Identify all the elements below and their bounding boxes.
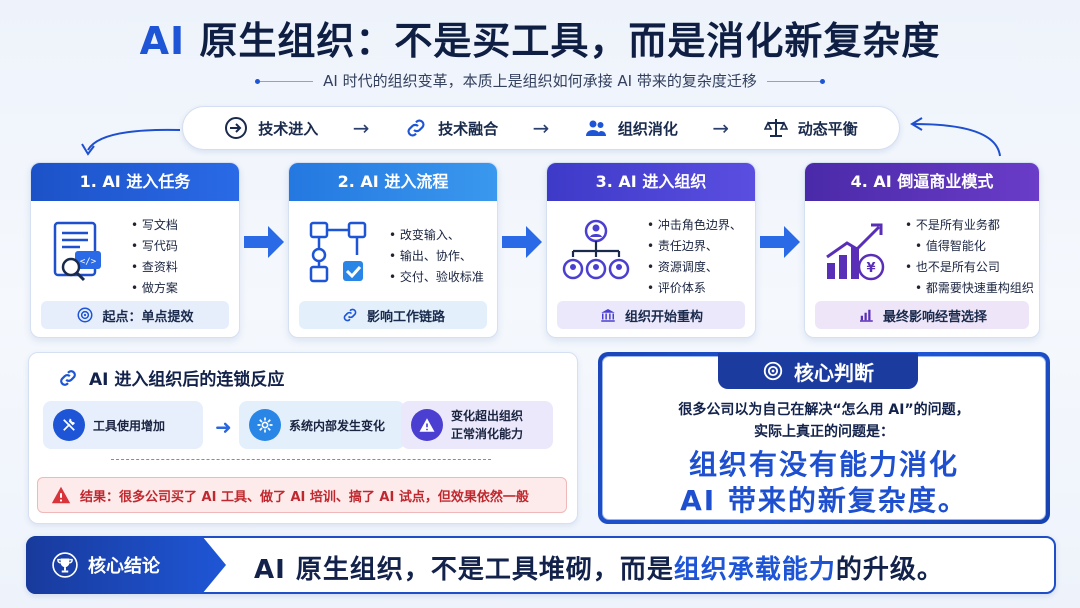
title-main: 原生组织：不是买工具，而是消化新复杂度 (199, 19, 941, 63)
flow-arrow: → (352, 116, 370, 140)
flow-step-2: 技术融合 (404, 116, 498, 140)
core-judgment-panel: 核心判断 很多公司以为自己在解决“怎么用 AI”的问题， 实际上真正的问题是： … (598, 352, 1050, 524)
right-arrow-icon (760, 226, 800, 258)
bank-icon (601, 309, 615, 322)
login-arrow-icon (225, 117, 248, 139)
card-list: 写文档 写代码 查资料 做方案 (131, 215, 178, 299)
card-ai-task: 1. AI 进入任务 </> 写文档 写代码 查资料 做方案 起点：单点提效 (30, 162, 240, 338)
link-icon (60, 369, 76, 386)
card-footer: 最终影响经营选择 (815, 301, 1029, 329)
right-arrow-icon (502, 226, 542, 258)
chain-arrow: ➜ (215, 415, 232, 439)
core-big-2: AI 带来的新复杂度。 (680, 484, 968, 517)
flow-step-3: 组织消化 (584, 116, 678, 140)
card-list: 不是所有业务都 值得智能化 也不是所有公司 都需要快速重构组织 (905, 215, 1034, 299)
scale-icon (763, 119, 788, 137)
gear-icon (249, 409, 281, 441)
growth-chart-icon: ¥ (826, 223, 885, 281)
target-icon (763, 361, 783, 381)
card-ai-process: 2. AI 进入流程 改变输入、 输出、协作、 交付、验收标准 影响工作链路 (288, 162, 498, 338)
card-title: 1. AI 进入任务 (31, 163, 239, 201)
link-icon (407, 119, 425, 137)
card-ai-business: 4. AI 倒逼商业模式 ¥ 不是所有业务都 值得智能化 也不是所有公司 都需要… (804, 162, 1040, 338)
flow-arrow: → (532, 116, 550, 140)
left-curve-arrow (81, 128, 181, 156)
card-list: 冲击角色边界、 责任边界、 资源调度、 评价体系 (647, 215, 742, 299)
chain-step-1: 工具使用增加 (43, 401, 203, 449)
chain-dashed-line (111, 459, 491, 460)
core-line-1: 很多公司以为自己在解决“怎么用 AI”的问题， (678, 402, 970, 418)
flow-step-1: 技术进入 (224, 116, 318, 140)
tools-icon (53, 409, 85, 441)
svg-text:</>: </> (80, 257, 97, 267)
org-chart-icon (562, 219, 630, 280)
title-accent: AI (139, 19, 186, 63)
link-icon (343, 308, 357, 322)
trophy-icon (52, 552, 78, 578)
core-judgment-tab: 核心判断 (718, 353, 918, 389)
flow-arrow: → (712, 116, 730, 140)
subtitle: AI 时代的组织变革，本质上是组织如何承接 AI 带来的复杂度迁移 (0, 70, 1080, 91)
card-footer: 起点：单点提效 (41, 301, 229, 329)
core-conclusion-bar: 核心结论 AI 原生组织，不是工具堆砌，而是组织承载能力的升级。 (26, 536, 1056, 594)
chain-result: 结果：很多公司买了 AI 工具、做了 AI 培训、搞了 AI 试点，但效果依然一… (37, 477, 567, 513)
people-icon (585, 120, 606, 136)
core-big-1: 组织有没有能力消化 (688, 448, 959, 481)
target-icon (77, 307, 93, 323)
flow-bar: 技术进入 → 技术融合 → 组织消化 → 动态平衡 (182, 106, 900, 150)
card-title: 2. AI 进入流程 (289, 163, 497, 201)
chain-step-3: 变化超出组织 正常消化能力 (401, 401, 553, 449)
core-line-2: 实际上真正的问题是： (754, 424, 894, 440)
right-curve-arrow (910, 117, 1001, 157)
card-ai-org: 3. AI 进入组织 冲击角色边界、 责任边界、 资源调度、 评价体系 组织开始… (546, 162, 756, 338)
page-title: AI 原生组织：不是买工具，而是消化新复杂度 (0, 10, 1080, 65)
subtitle-text: AI 时代的组织变革，本质上是组织如何承接 AI 带来的复杂度迁移 (323, 72, 757, 90)
document-code-icon: </> (53, 221, 101, 282)
conclusion-text: AI 原生组织，不是工具堆砌，而是组织承载能力的升级。 (254, 555, 944, 585)
card-list: 改变输入、 输出、协作、 交付、验收标准 (389, 225, 484, 288)
card-title: 3. AI 进入组织 (547, 163, 755, 201)
card-footer: 组织开始重构 (557, 301, 745, 329)
right-arrow-icon (244, 226, 284, 258)
chain-title: AI 进入组织后的连锁反应 (57, 365, 284, 390)
bar-chart-icon (859, 309, 873, 322)
card-title: 4. AI 倒逼商业模式 (805, 163, 1039, 201)
chain-step-2: 系统内部发生变化 (239, 401, 405, 449)
warning-icon (411, 409, 443, 441)
chain-reaction-panel: AI 进入组织后的连锁反应 工具使用增加 ➜ 系统内部发生变化 ➜ 变化超出组织… (28, 352, 578, 524)
card-footer: 影响工作链路 (299, 301, 487, 329)
conclusion-tag: 核心结论 (26, 536, 226, 594)
flowchart-icon (309, 221, 367, 283)
warning-icon (51, 486, 71, 504)
flow-step-4: 动态平衡 (763, 116, 858, 140)
svg-text:¥: ¥ (866, 261, 875, 276)
